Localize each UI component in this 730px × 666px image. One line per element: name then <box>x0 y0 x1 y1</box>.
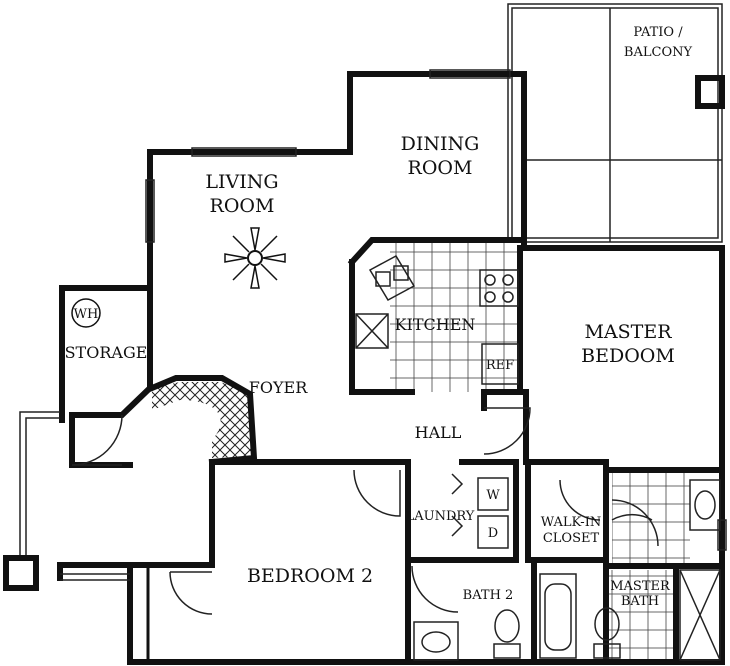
label-patio-1: PATIO / <box>633 25 683 40</box>
label-ref: REF <box>486 358 514 373</box>
label-walkin-2: CLOSET <box>543 531 600 546</box>
label-master-bath-2: BATH <box>621 594 659 609</box>
shower-icon <box>679 569 721 661</box>
label-dryer: D <box>488 526 498 541</box>
label-kitchen: KITCHEN <box>395 315 476 334</box>
master-sink-icon <box>689 479 721 531</box>
label-patio-2: BALCONY <box>624 45 693 60</box>
dryer <box>477 515 509 549</box>
label-living-2: ROOM <box>210 195 275 217</box>
label-foyer: FOYER <box>249 378 308 397</box>
kitchen-floor <box>390 242 520 392</box>
label-hall: HALL <box>415 423 462 442</box>
dishwasher-icon <box>355 313 389 349</box>
label-storage: STORAGE <box>65 343 148 362</box>
side-balcony <box>3 411 130 591</box>
ceiling-fan-icon <box>224 227 286 289</box>
balcony-column <box>3 555 39 591</box>
label-living-1: LIVING <box>205 171 278 193</box>
label-dining-2: ROOM <box>408 157 473 179</box>
washer <box>477 477 509 511</box>
label-master-2: BEDOOM <box>581 345 675 367</box>
tub-icon <box>539 573 577 659</box>
kitchen-sink-icon <box>368 255 416 301</box>
label-master-1: MASTER <box>584 321 672 343</box>
toilet-icon-2 <box>593 607 621 659</box>
label-washer: W <box>486 488 500 503</box>
water-heater-icon <box>71 298 101 328</box>
label-walkin-1: WALK-IN <box>541 515 601 530</box>
label-dining-1: DINING <box>401 133 480 155</box>
foyer-tile <box>152 382 256 458</box>
patio-column <box>695 75 725 109</box>
label-bedroom2: BEDROOM 2 <box>247 565 373 587</box>
vanity-sink-icon <box>413 621 459 661</box>
doors <box>71 407 659 615</box>
refrigerator <box>481 343 519 385</box>
toilet-icon <box>493 609 521 659</box>
label-wh: WH <box>74 307 99 322</box>
interior-walls <box>131 237 725 665</box>
label-bath2: BATH 2 <box>463 588 514 603</box>
master-bath-floor <box>612 470 690 566</box>
label-laundry: LAUNDRY <box>406 509 475 524</box>
windows <box>145 69 727 551</box>
stove-icon <box>479 269 519 307</box>
patio-balcony <box>507 3 725 243</box>
label-master-bath-1: MASTER <box>610 579 671 594</box>
